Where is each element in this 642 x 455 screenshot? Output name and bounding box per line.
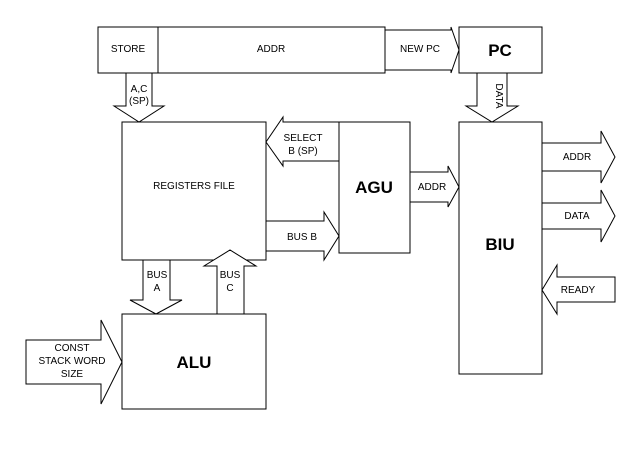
select-label-line1: SELECT <box>284 133 323 144</box>
const-label-line3: SIZE <box>61 369 84 380</box>
new-pc-label: NEW PC <box>400 44 440 55</box>
biu-data-arrow <box>541 189 616 243</box>
biu-addr-label: ADDR <box>563 152 591 163</box>
select-label-line2: B (SP) <box>288 146 317 157</box>
ready-label: READY <box>561 285 596 296</box>
agu-block <box>338 121 411 254</box>
registers-file-block <box>121 121 267 261</box>
bus-c-arrow <box>202 249 258 315</box>
bus-a-arrow <box>129 259 183 315</box>
const-label-line2: STACK WORD <box>38 356 105 367</box>
alu-label: ALU <box>177 353 212 372</box>
ac-sp-label-line1: A,C <box>131 84 148 95</box>
const-stack-word-size-arrow <box>25 319 123 405</box>
agu-addr-arrow <box>409 165 460 208</box>
agu-addr-label: ADDR <box>418 182 446 193</box>
biu-data-label: DATA <box>564 211 590 222</box>
biu-addr-arrow <box>541 130 616 184</box>
pc-label: PC <box>488 41 512 60</box>
registers-file-label: REGISTERS FILE <box>153 181 235 192</box>
ready-arrow <box>541 263 616 316</box>
store-addr-block <box>97 26 386 74</box>
data-down-label: DATA <box>493 83 504 109</box>
biu-block <box>458 121 543 375</box>
ac-sp-label-line2: (SP) <box>129 96 149 107</box>
select-b-sp-arrow <box>265 115 340 168</box>
bus-b-arrow <box>265 210 340 262</box>
biu-label: BIU <box>485 235 514 254</box>
new-pc-arrow <box>384 26 460 74</box>
bus-c-label-line1: BUS <box>220 270 241 281</box>
bus-b-label: BUS B <box>287 232 317 243</box>
bus-c-label-line2: C <box>226 283 233 294</box>
ac-sp-arrow <box>112 72 166 123</box>
data-down-arrow <box>464 72 520 123</box>
alu-block <box>121 313 267 410</box>
addr-label: ADDR <box>257 44 285 55</box>
bus-a-label-line2: A <box>154 283 161 294</box>
const-label-line1: CONST <box>55 343 90 354</box>
bus-a-label-line1: BUS <box>147 270 168 281</box>
store-label: STORE <box>111 44 146 55</box>
agu-label: AGU <box>355 178 393 197</box>
pc-block <box>458 26 543 74</box>
